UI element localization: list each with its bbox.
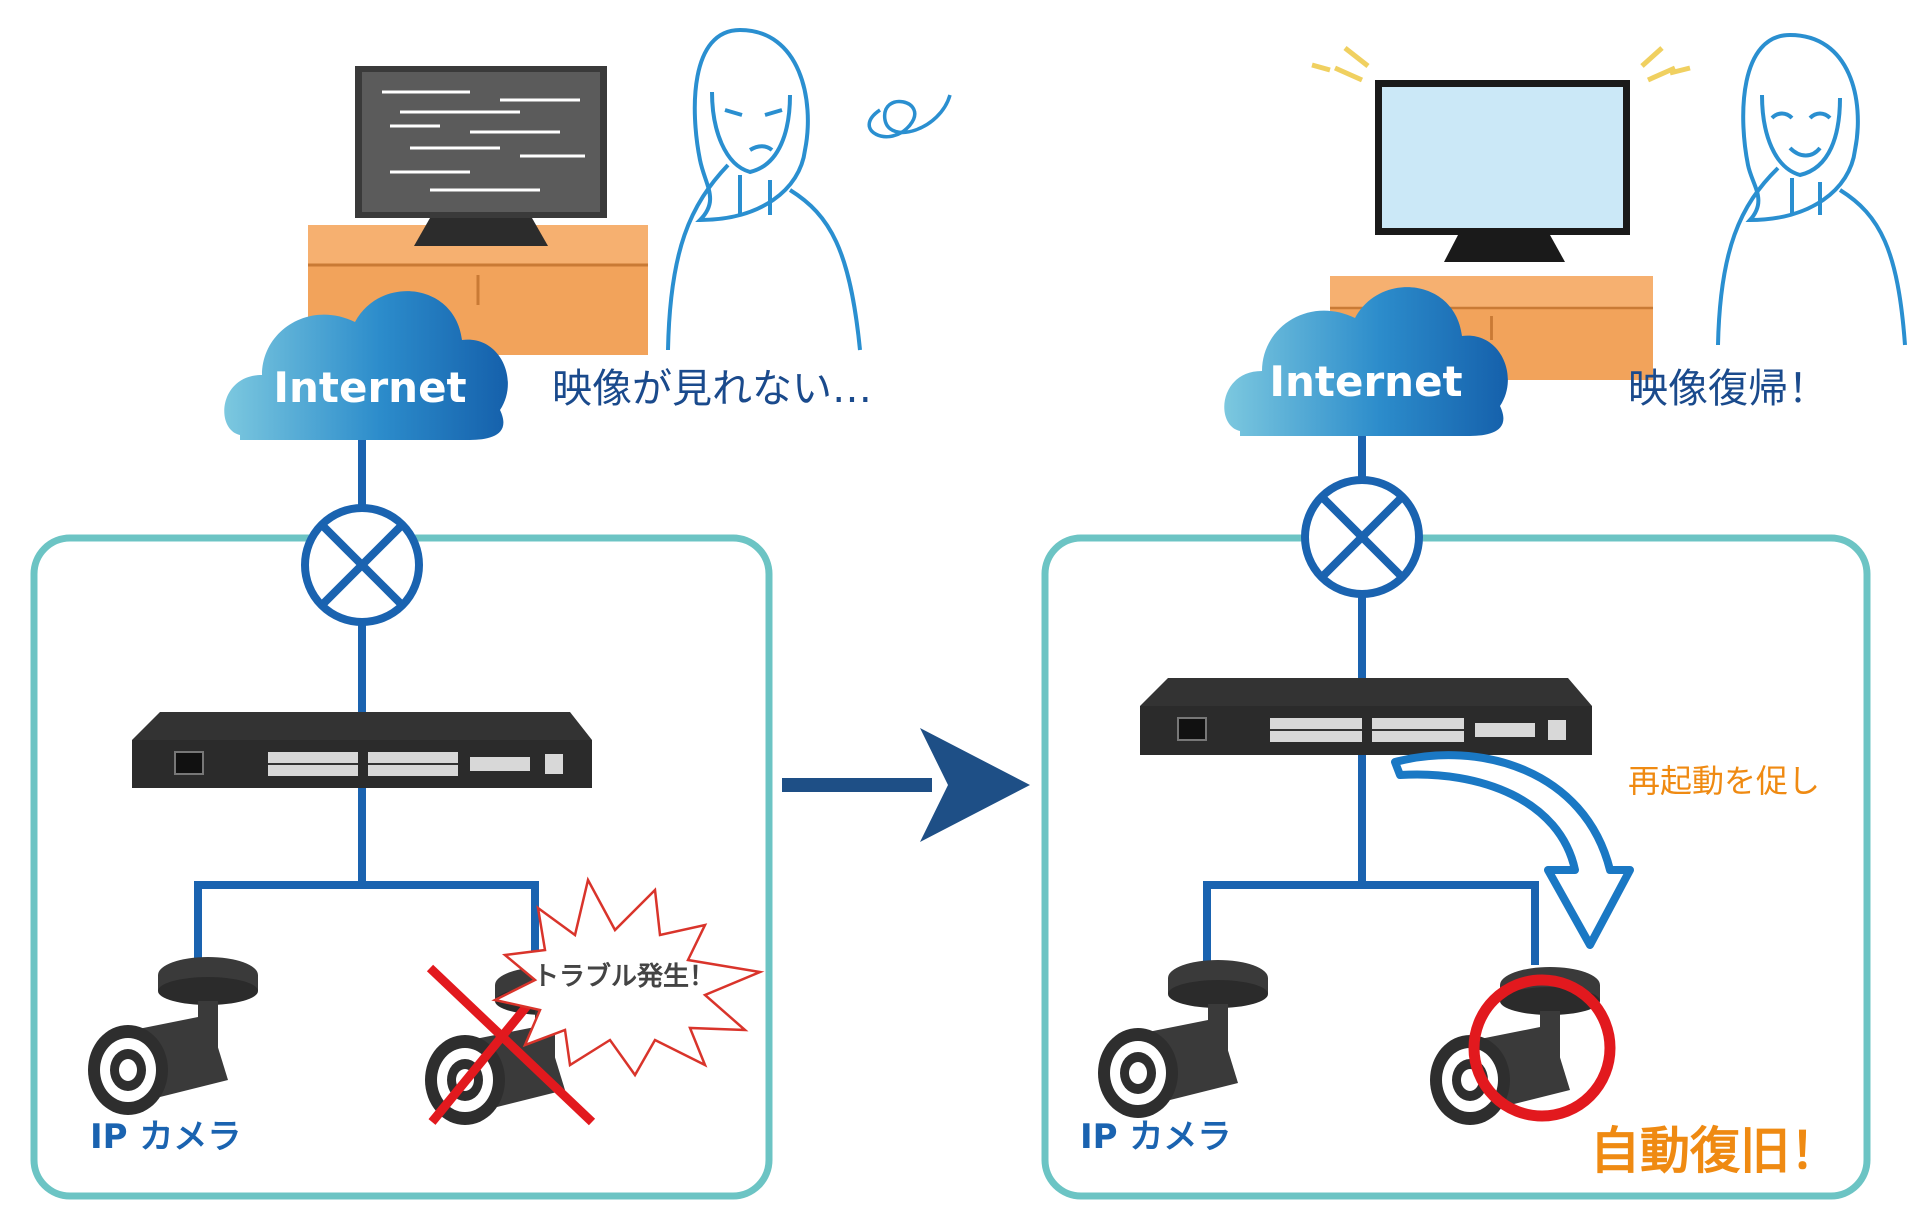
left-person-sad-icon: [666, 27, 952, 351]
recovered-label: 自動復旧！: [1590, 1122, 1840, 1180]
reboot-arrow-icon: [1391, 751, 1634, 949]
right-camera-label: IP カメラ: [1080, 1117, 1231, 1157]
left-cloud-label: Internet: [273, 363, 466, 412]
left-monitor-noise-lines: [382, 90, 585, 192]
right-cloud-label: Internet: [1269, 357, 1462, 406]
right-local-network-frame: [1041, 534, 1871, 1200]
right-monitor-icon: [1375, 80, 1630, 262]
transition-arrow-icon: [782, 728, 1030, 842]
trouble-burst-icon: [491, 876, 765, 1078]
right-ip-camera-1-icon: [1098, 960, 1268, 1118]
left-caption: 映像が見れない…: [552, 366, 872, 412]
left-ip-camera-1-icon: [88, 957, 258, 1115]
left-internet-cloud-icon: [224, 291, 508, 440]
right-caption: 映像復帰！: [1628, 366, 1828, 412]
right-monitor-sparkle-icon: [1311, 46, 1691, 83]
reboot-label: 再起動を促し: [1628, 762, 1820, 800]
left-network-links: [194, 440, 539, 965]
trouble-label: トラブル発生！: [533, 961, 715, 992]
right-network-links: [1203, 436, 1539, 965]
right-person-happy-icon: [1716, 32, 1907, 346]
right-router-icon: [1305, 480, 1419, 594]
left-poe-switch-icon: [132, 712, 592, 788]
left-monitor-icon: [355, 66, 607, 246]
left-camera-label: IP カメラ: [90, 1117, 241, 1157]
left-router-icon: [305, 508, 419, 622]
right-poe-switch-icon: [1140, 678, 1592, 755]
right-internet-cloud-icon: [1224, 287, 1508, 436]
recovered-camera-circle-icon: [1468, 974, 1616, 1122]
